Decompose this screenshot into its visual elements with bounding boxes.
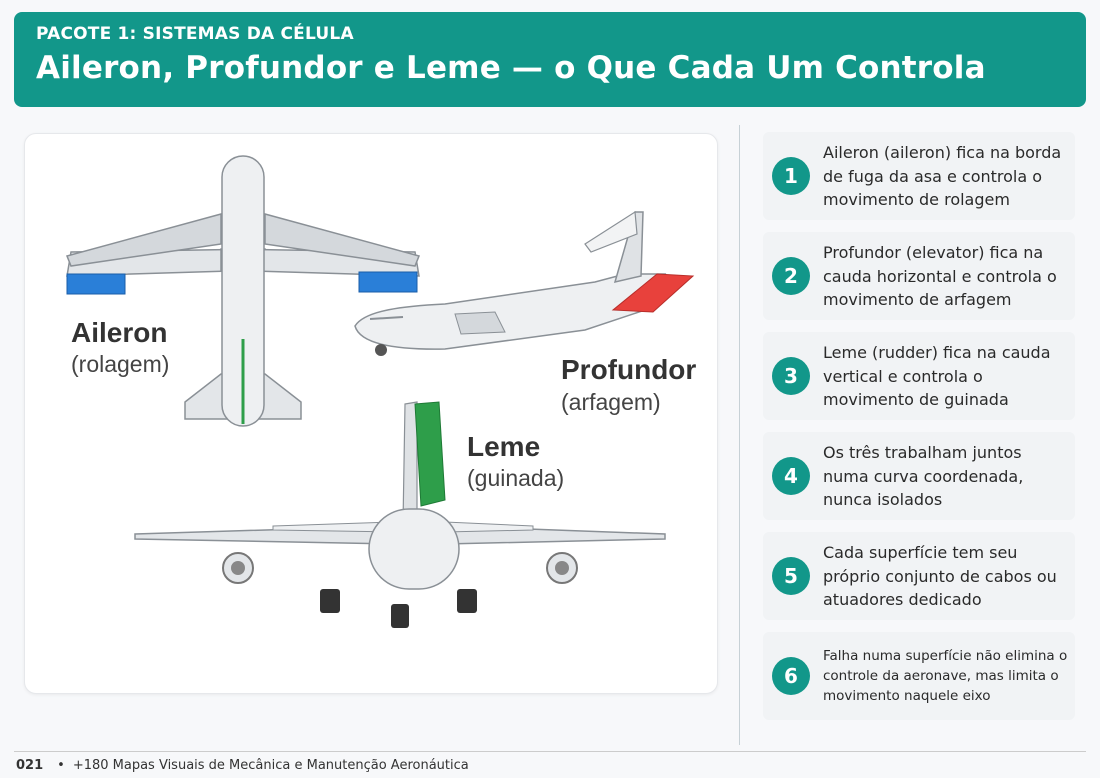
footer-divider (14, 751, 1086, 752)
leme-label: Leme (467, 431, 540, 462)
aileron-sub-label: (rolagem) (71, 351, 169, 377)
control-surfaces-illustration: Aileron (rolagem) Profundor (arfagem) (65, 155, 696, 628)
aileron-left-surface (66, 273, 126, 295)
header-banner: PACOTE 1: SISTEMAS DA CÉLULA Aileron, Pr… (14, 12, 1086, 107)
leme-sub-label: (guinada) (467, 465, 564, 491)
item-number-badge: 5 (772, 557, 810, 595)
list-item: 4 Os três trabalham juntos numa curva co… (763, 432, 1075, 520)
footer-text: +180 Mapas Visuais de Mecânica e Manuten… (72, 758, 469, 773)
list-item: 6 Falha numa superfície não elimina o co… (763, 632, 1075, 720)
list-item: 3 Leme (rudder) fica na cauda vertical e… (763, 332, 1075, 420)
item-number-badge: 6 (772, 657, 810, 695)
page-title: Aileron, Profundor e Leme — o Que Cada U… (36, 50, 986, 86)
item-number-badge: 3 (772, 357, 810, 395)
profundor-sub-label: (arfagem) (561, 389, 661, 415)
aileron-right-surface (358, 271, 418, 293)
item-number-badge: 4 (772, 457, 810, 495)
item-number-badge: 1 (772, 157, 810, 195)
item-text: Os três trabalham juntos numa curva coor… (823, 442, 1024, 509)
list-item: 2 Profundor (elevator) fica na cauda hor… (763, 232, 1075, 320)
list-item: 1 Aileron (aileron) fica na borda de fug… (763, 132, 1075, 220)
key-points-list: 1 Aileron (aileron) fica na borda de fug… (763, 132, 1075, 732)
top-view-aircraft (65, 155, 421, 427)
rear-view-aircraft (134, 401, 666, 628)
item-text: Leme (rudder) fica na cauda vertical e c… (823, 342, 1051, 409)
illustration-card: Aileron (rolagem) Profundor (arfagem) (24, 133, 718, 694)
footer-bullet: • (57, 758, 65, 773)
profundor-surface (611, 273, 695, 313)
column-divider (739, 125, 740, 745)
item-text: Aileron (aileron) fica na borda de fuga … (823, 142, 1062, 209)
footer: 021 • +180 Mapas Visuais de Mecânica e Man… (16, 758, 469, 773)
list-item: 5 Cada superfície tem seu próprio conjun… (763, 532, 1075, 620)
profundor-label: Profundor (561, 354, 696, 385)
item-number-badge: 2 (772, 257, 810, 295)
item-text: Profundor (elevator) fica na cauda horiz… (823, 242, 1057, 309)
aileron-label: Aileron (71, 317, 167, 348)
leme-surface (414, 401, 446, 507)
side-view-aircraft (354, 210, 695, 356)
item-text: Cada superfície tem seu próprio conjunto… (823, 542, 1057, 609)
item-text: Falha numa superfície não elimina o cont… (823, 648, 1068, 704)
section-kicker: PACOTE 1: SISTEMAS DA CÉLULA (36, 24, 354, 44)
page-number: 021 (16, 758, 44, 773)
